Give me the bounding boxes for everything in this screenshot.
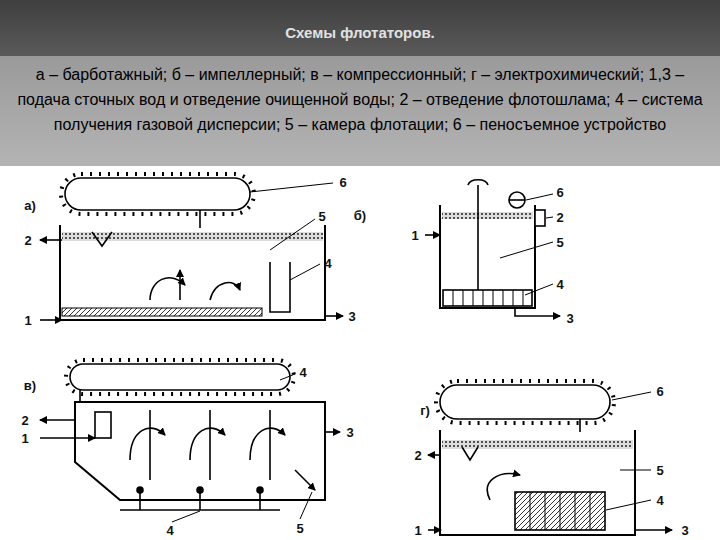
- callout-holder: 6: [339, 173, 346, 191]
- callout-holder: 3: [566, 309, 573, 327]
- callout-number: 4: [656, 493, 663, 508]
- callout-number: 5: [656, 463, 663, 478]
- callout-holder: в): [24, 376, 36, 394]
- callout-number: 3: [681, 523, 688, 538]
- callout-number: 1: [21, 431, 28, 446]
- callout-number: 3: [346, 425, 353, 440]
- callout-number: в): [24, 378, 36, 393]
- callout-number: 4: [166, 523, 173, 538]
- callout-number: 2: [556, 210, 563, 225]
- callout-holder: а): [24, 196, 36, 214]
- callout-holder: 6: [556, 183, 563, 201]
- callout-holder: 5: [556, 233, 563, 251]
- callout-holder: 1: [411, 226, 418, 244]
- callout-number: 6: [656, 384, 663, 399]
- callout-number: 3: [348, 309, 355, 324]
- callout-number: 5: [296, 521, 303, 536]
- callout-number: 1: [411, 228, 418, 243]
- callout-holder: 2: [556, 208, 563, 226]
- callout-number: 1: [24, 313, 31, 328]
- callout-number: 1: [414, 523, 421, 538]
- callout-holder: 2: [414, 446, 421, 464]
- callout-holder: 4: [166, 521, 173, 539]
- callout-holder: 2: [21, 411, 28, 429]
- callout-number: 4: [324, 256, 331, 271]
- callout-number: 2: [24, 233, 31, 248]
- callout-holder: 3: [348, 307, 355, 325]
- callout-holder: 1: [414, 521, 421, 539]
- callout-number: а): [24, 198, 36, 213]
- callout-number: 3: [566, 311, 573, 326]
- callout-holder: 5: [296, 519, 303, 537]
- callout-holder: 6: [656, 382, 663, 400]
- callout-number: б): [354, 208, 366, 223]
- callout-number: 5: [318, 209, 325, 224]
- callout-number: 2: [414, 448, 421, 463]
- callout-number: 5: [556, 235, 563, 250]
- callout-holder: 4: [299, 363, 306, 381]
- callout-holder: 4: [556, 275, 563, 293]
- callout-number: 6: [556, 185, 563, 200]
- callout-holder: б): [354, 206, 366, 224]
- title: Схемы флотаторов.: [0, 24, 720, 41]
- callout-holder: 1: [24, 311, 31, 329]
- callout-holder: 2: [24, 231, 31, 249]
- callout-holder: 3: [681, 521, 688, 539]
- callout-holder: 3: [346, 423, 353, 441]
- callout-number: 4: [299, 365, 306, 380]
- callout-holder: 5: [656, 461, 663, 479]
- callout-holder: 4: [656, 491, 663, 509]
- callout-number: 2: [21, 413, 28, 428]
- callout-number: 6: [339, 175, 346, 190]
- caption: а – барботажный; б – импеллерный; в – ко…: [15, 62, 705, 137]
- callout-holder: 5: [318, 207, 325, 225]
- callout-holder: 4: [324, 254, 331, 272]
- callout-holder: г): [420, 401, 430, 419]
- callout-holder: 1: [21, 429, 28, 447]
- callout-number: 4: [556, 277, 563, 292]
- callout-number: г): [420, 403, 430, 418]
